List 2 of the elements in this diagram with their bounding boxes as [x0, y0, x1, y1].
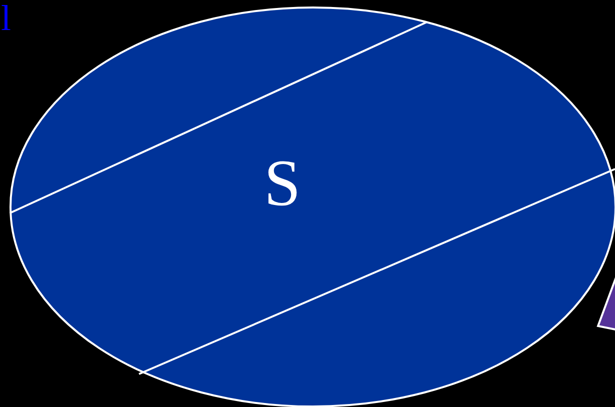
set-label: S [264, 151, 301, 217]
text-label: l [1, 0, 12, 36]
